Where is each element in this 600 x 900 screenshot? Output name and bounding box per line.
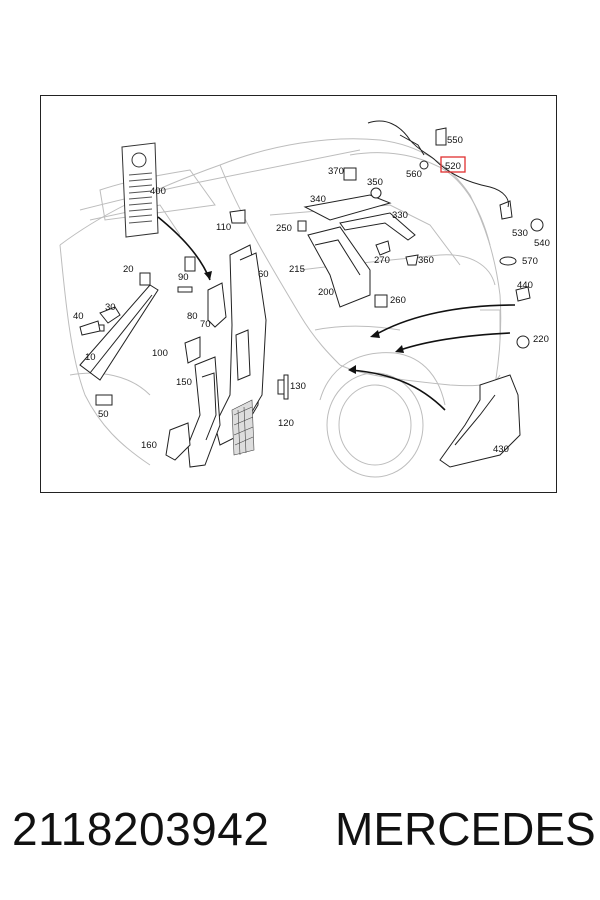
label-30: 30 [105, 302, 116, 313]
label-50: 50 [98, 409, 109, 420]
highlight-box-520 [440, 156, 466, 173]
label-90: 90 [178, 272, 189, 283]
label-570: 570 [522, 256, 538, 267]
label-370: 370 [328, 166, 344, 177]
label-200: 200 [318, 287, 334, 298]
small-components [79, 127, 544, 406]
label-400: 400 [150, 186, 166, 197]
label-20: 20 [123, 264, 134, 275]
arrow-heads [204, 271, 404, 374]
label-80: 80 [187, 311, 198, 322]
parts-diagram: 10 20 30 40 50 60 70 80 90 100 110 120 1… [40, 95, 557, 493]
label-540: 540 [534, 238, 550, 249]
label-10: 10 [85, 352, 96, 363]
part-number: 2118203942 [12, 803, 270, 855]
label-40: 40 [73, 311, 84, 322]
pillar-trim-parts [79, 194, 521, 468]
brand-name: MERCEDES [335, 803, 596, 855]
cable-harness [367, 120, 509, 208]
label-70: 70 [200, 319, 211, 330]
label-60: 60 [258, 269, 269, 280]
label-560: 560 [406, 169, 422, 180]
part-labels: 10 20 30 40 50 60 70 80 90 100 110 120 1… [73, 135, 550, 455]
label-330: 330 [392, 210, 408, 221]
parts-diagram-svg: 10 20 30 40 50 60 70 80 90 100 110 120 1… [40, 95, 557, 493]
part-400-label-sticker [121, 142, 159, 238]
car-body-outline [59, 138, 502, 478]
label-250: 250 [276, 223, 292, 234]
assembly-arrows [157, 216, 516, 411]
label-530: 530 [512, 228, 528, 239]
label-150: 150 [176, 377, 192, 388]
label-360: 360 [418, 255, 434, 266]
label-430: 430 [493, 444, 509, 455]
net-mesh [231, 399, 255, 456]
label-130: 130 [290, 381, 306, 392]
label-120: 120 [278, 418, 294, 429]
label-340: 340 [310, 194, 326, 205]
label-110: 110 [216, 222, 231, 233]
label-260: 260 [390, 295, 406, 306]
label-160: 160 [141, 440, 157, 451]
label-220: 220 [533, 334, 549, 345]
label-270: 270 [374, 255, 390, 266]
label-520: 520 [445, 161, 461, 172]
label-550: 550 [447, 135, 463, 146]
label-350: 350 [367, 177, 383, 188]
product-footer: 2118203942 MERCEDES [0, 800, 600, 870]
label-440: 440 [517, 280, 533, 291]
label-100: 100 [152, 348, 168, 359]
label-215: 215 [289, 264, 305, 275]
